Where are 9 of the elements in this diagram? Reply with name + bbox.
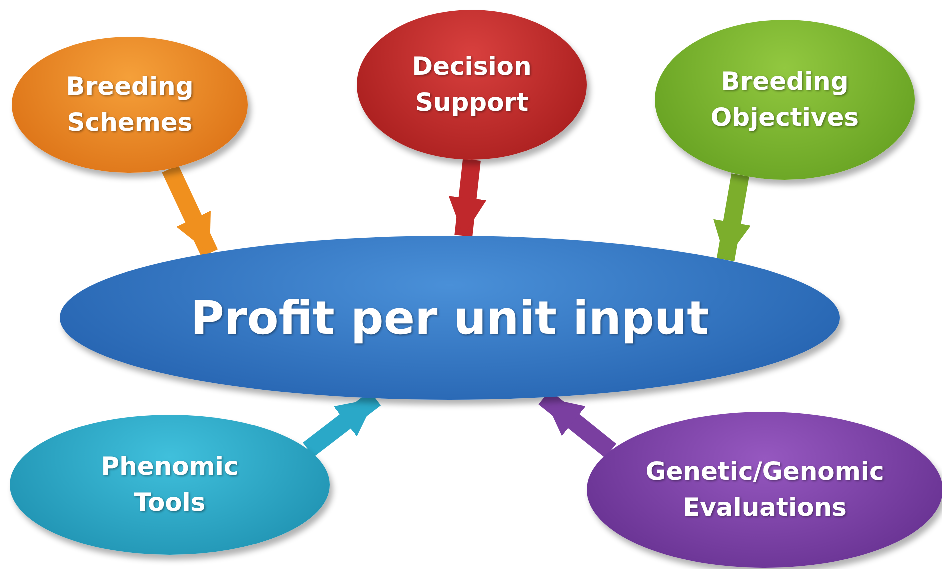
node-label: Decision Support (411, 50, 533, 119)
node-label: Genetic/Genomic Evaluations (644, 456, 886, 524)
block-arrow (714, 174, 751, 262)
block-arrow (162, 165, 218, 258)
node-label: Phenomic Tools (100, 450, 240, 519)
node-label: Breeding Objectives (710, 66, 860, 134)
node-label: Breeding Schemes (65, 70, 195, 139)
node-label: Profit per unit input (190, 290, 710, 347)
block-arrow (448, 159, 487, 238)
